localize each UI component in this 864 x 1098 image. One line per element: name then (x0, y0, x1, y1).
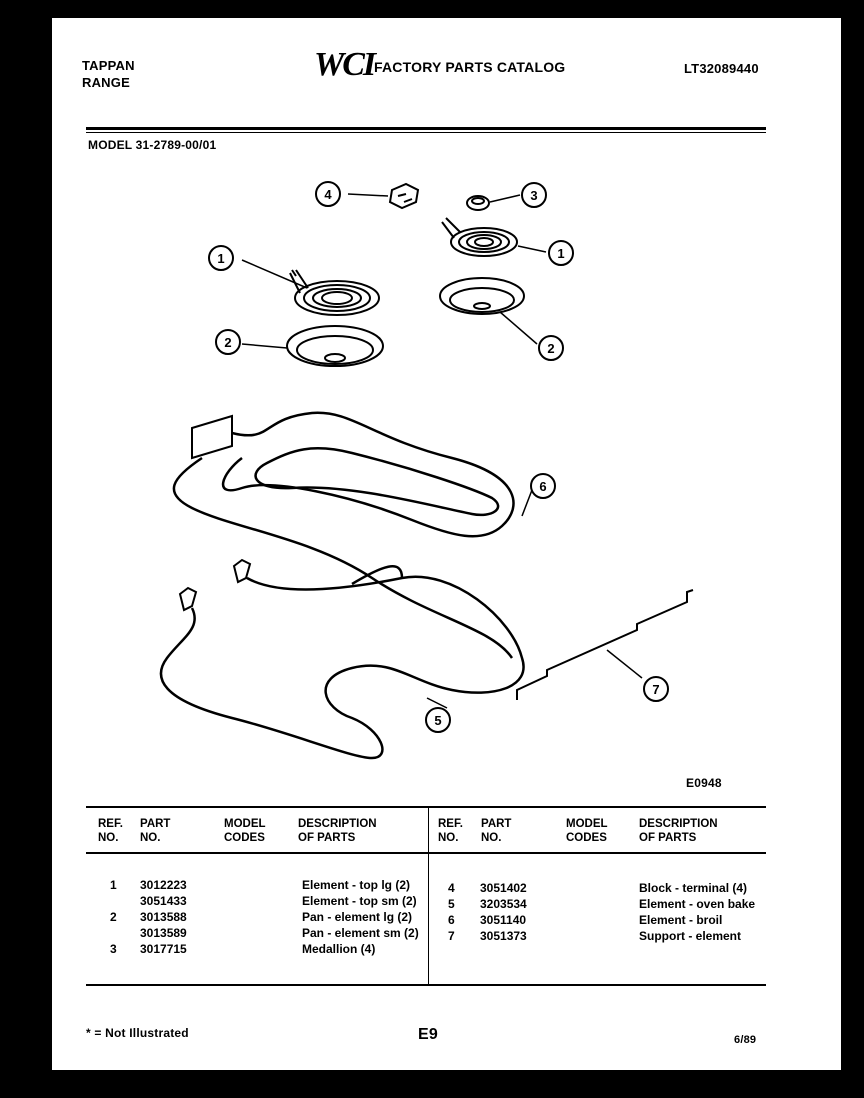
print-date: 6/89 (734, 1034, 757, 1046)
callout-label: 4 (324, 187, 332, 202)
callout-7: 7 (643, 676, 669, 702)
table-row: 4 3051402 Block - terminal (4) (448, 881, 748, 895)
callout-1-right: 1 (548, 240, 574, 266)
top-element-small-icon (441, 217, 518, 257)
exploded-parts-diagram: 4 3 1 1 2 2 6 7 5 (159, 181, 694, 760)
callout-5: 5 (425, 707, 451, 733)
callout-label: 1 (557, 246, 564, 261)
parts-catalog-page: TAPPAN RANGE WCI FACTORY PARTS CATALOG L… (52, 18, 841, 1070)
table-column-divider (428, 808, 429, 984)
callout-label: 1 (217, 251, 224, 266)
diagram-code: E0948 (686, 776, 722, 790)
parts-list-left: 1 3012223 Element - top lg (2) 3051433 E… (98, 877, 428, 957)
table-header-rule (86, 852, 766, 854)
broil-element-icon (172, 411, 515, 659)
table-bottom-rule (86, 984, 766, 986)
element-pan-small-icon (439, 277, 525, 315)
table-row: 1 3012223 Element - top lg (2) (110, 878, 410, 892)
bake-element-icon (159, 558, 525, 760)
parts-list-right: 4 3051402 Block - terminal (4) 5 3203534… (438, 880, 768, 944)
callout-label: 7 (652, 682, 659, 697)
catalog-number: LT32089440 (684, 61, 759, 76)
table-row: 3051433 Element - top sm (2) (140, 894, 417, 908)
table-row: 2 3013588 Pan - element lg (2) (110, 910, 413, 924)
footnote: * = Not Illustrated (86, 1026, 189, 1040)
product-type: RANGE (82, 75, 130, 90)
callout-2-left: 2 (215, 329, 241, 355)
wci-logo: WCI (314, 46, 376, 83)
medallion-icon (466, 195, 490, 211)
top-element-large-icon (289, 269, 380, 316)
callout-4: 4 (315, 181, 341, 207)
table-row: 6 3051140 Element - broil (448, 913, 723, 927)
header-ref-right: REF.NO. (438, 818, 463, 844)
callout-1-left: 1 (208, 245, 234, 271)
table-top-rule (86, 806, 766, 808)
header-rule-thin (86, 132, 766, 133)
header-ref: REF.NO. (98, 818, 123, 844)
callout-label: 3 (530, 188, 537, 203)
element-support-icon (516, 589, 694, 700)
callout-label: 6 (539, 479, 546, 494)
callout-label: 5 (434, 713, 441, 728)
header-rule-thick (86, 127, 766, 130)
page-number: E9 (418, 1026, 438, 1043)
terminal-block-icon (388, 182, 420, 210)
callout-6: 6 (530, 473, 556, 499)
model-number: MODEL 31-2789-00/01 (88, 138, 217, 152)
table-row: 5 3203534 Element - oven bake (448, 897, 756, 911)
callout-label: 2 (547, 341, 554, 356)
table-row: 3013589 Pan - element sm (2) (140, 926, 419, 940)
table-row: 7 3051373 Support - element (448, 929, 742, 943)
brand-name: TAPPAN (82, 58, 135, 73)
catalog-title: FACTORY PARTS CATALOG (374, 59, 566, 75)
callout-2-right: 2 (538, 335, 564, 361)
callout-label: 2 (224, 335, 231, 350)
element-pan-large-icon (286, 325, 384, 367)
table-row: 3 3017715 Medallion (4) (110, 942, 376, 956)
callout-3: 3 (521, 182, 547, 208)
